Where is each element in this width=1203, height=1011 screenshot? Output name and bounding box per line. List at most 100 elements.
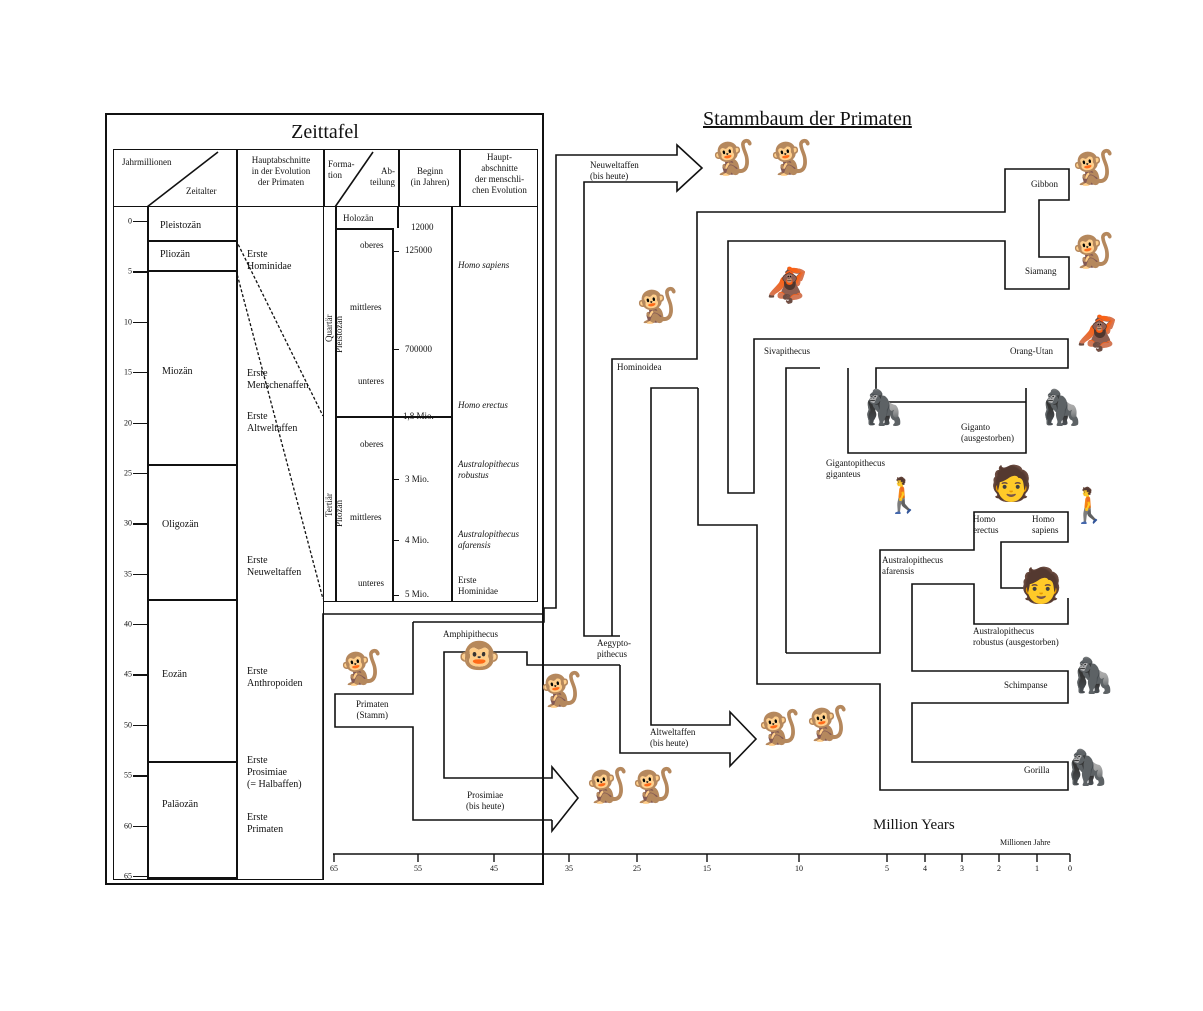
stammbaum-title: Stammbaum der Primaten	[703, 108, 912, 130]
ma-tick	[133, 321, 147, 324]
ma-tick	[133, 876, 147, 878]
branch-african-apes	[697, 388, 1069, 791]
node-prosimiae: Prosimiae(bis heute)	[466, 790, 505, 811]
ma-tick	[133, 573, 147, 575]
ma-tick-label: 65	[124, 871, 132, 881]
axis-unit-label: Millionen Jahre	[1000, 838, 1051, 847]
ma-tick	[133, 372, 147, 374]
australopithecus-robustus-head-icon: 🧑	[1020, 568, 1063, 605]
baboon-icon: 🐒	[806, 706, 849, 743]
branch-gigantopithecus-inner	[785, 367, 820, 653]
divider	[147, 207, 149, 877]
sub-unteres: unteres	[358, 376, 384, 386]
ma-tick	[133, 523, 147, 525]
siamang-icon: 🐒	[1072, 233, 1115, 270]
time-axis-ticks	[333, 854, 1071, 862]
header-jahrmillionen: Jahrmillionen	[122, 157, 172, 167]
header-hauptabschnitte-primaten: Hauptabschnitte in der Evolution der Pri…	[251, 155, 311, 187]
ma-tick-label: 50	[124, 720, 132, 730]
ma-tick-label: 55	[124, 770, 132, 780]
formation-frame	[323, 207, 538, 602]
node-giganto: Giganto(ausgestorben)	[961, 422, 1014, 443]
header-beginn: Beginn (in Jahren)	[410, 166, 450, 187]
lemur-icon: 🐒	[586, 768, 629, 805]
beginn-12000: 12000	[411, 222, 434, 232]
sub-oberes: oberes	[360, 439, 384, 449]
ape-icon: 🦧	[766, 268, 809, 305]
header-diagonal	[334, 151, 374, 208]
axis-tick-label: 4	[923, 864, 927, 873]
homo-erectus-head-icon: 🧑	[990, 466, 1033, 503]
axis-tick-label: 2	[997, 864, 1001, 873]
node-amphipithecus: Amphipithecus	[443, 629, 498, 639]
ma-tick	[133, 775, 147, 777]
boundary	[147, 270, 236, 272]
zeittafel-header-row	[113, 149, 538, 207]
ma-tick-label: 45	[124, 669, 132, 679]
boundary	[147, 761, 236, 763]
epoch-oligozaen: Oligozän	[162, 519, 199, 530]
axis-tick-label: 55	[414, 864, 422, 873]
ma-tick	[133, 674, 147, 676]
node-orang-utan: Orang-Utan	[1010, 346, 1053, 356]
gigantopithecus-head-icon: 🦍	[1040, 390, 1083, 427]
axis-tick-label: 25	[633, 864, 641, 873]
divider	[398, 149, 400, 207]
axis-tick-label: 65	[330, 864, 338, 873]
ma-tick-label: 25	[124, 468, 132, 478]
zeittafel-frame	[105, 113, 544, 885]
axis-tick-label: 10	[795, 864, 803, 873]
header-diagonal	[146, 151, 219, 208]
ma-tick	[133, 472, 147, 475]
branch-primaten	[334, 622, 552, 821]
divider	[335, 207, 337, 602]
axis-tick-label: 3	[960, 864, 964, 873]
boundary	[147, 877, 236, 879]
header-hauptabschnitte-mensch: Haupt- abschnitte der menschli- chen Evo…	[472, 152, 527, 195]
epoch-pleistozaen: Pleistozän	[160, 220, 202, 231]
boundary	[147, 240, 236, 242]
beginn-4-mio: 4 Mio.	[405, 535, 430, 545]
gigantopithecus-icon: 🦍	[862, 390, 905, 427]
node-aegyptopithecus: Aegypto-pithecus	[597, 638, 631, 659]
node-schimpanse: Schimpanse	[1004, 680, 1048, 690]
zeittafel-title: Zeittafel	[291, 121, 359, 143]
chimpanzee-icon: 🦍	[1072, 658, 1115, 695]
divider	[392, 228, 394, 602]
ma-tick	[133, 825, 147, 827]
axis-tick-label: 35	[565, 864, 573, 873]
epoch-pliozaen: Pliozän	[160, 249, 190, 260]
header-formation: Forma- tion	[328, 159, 355, 180]
divider	[451, 207, 453, 602]
ma-tick-label: 40	[124, 619, 132, 629]
node-sivapithecus: Sivapithecus	[764, 346, 810, 356]
sub-unteres: unteres	[358, 578, 384, 588]
node-gibbon: Gibbon	[1031, 179, 1058, 189]
epoch-miozaen: Miozän	[162, 366, 193, 377]
ma-tick	[133, 221, 147, 223]
header-zeitalter: Zeitalter	[186, 186, 217, 196]
axis-tick-label: 0	[1068, 864, 1072, 873]
human-homo-sapiens: Homo sapiens	[458, 260, 510, 270]
boundary	[335, 416, 452, 418]
monkey-icon: 🐒	[712, 140, 755, 177]
monkey-icon: 🐒	[770, 140, 813, 177]
ma-tick	[133, 724, 147, 727]
divider	[323, 149, 325, 207]
divider	[459, 149, 461, 207]
boundary	[147, 599, 236, 601]
branch-trunk	[322, 613, 544, 880]
divider	[397, 207, 399, 228]
monkey-icon: 🐒	[340, 650, 383, 687]
node-altweltaffen: Altweltaffen(bis heute)	[650, 727, 696, 748]
gorilla-icon: 🦍	[1066, 750, 1109, 787]
